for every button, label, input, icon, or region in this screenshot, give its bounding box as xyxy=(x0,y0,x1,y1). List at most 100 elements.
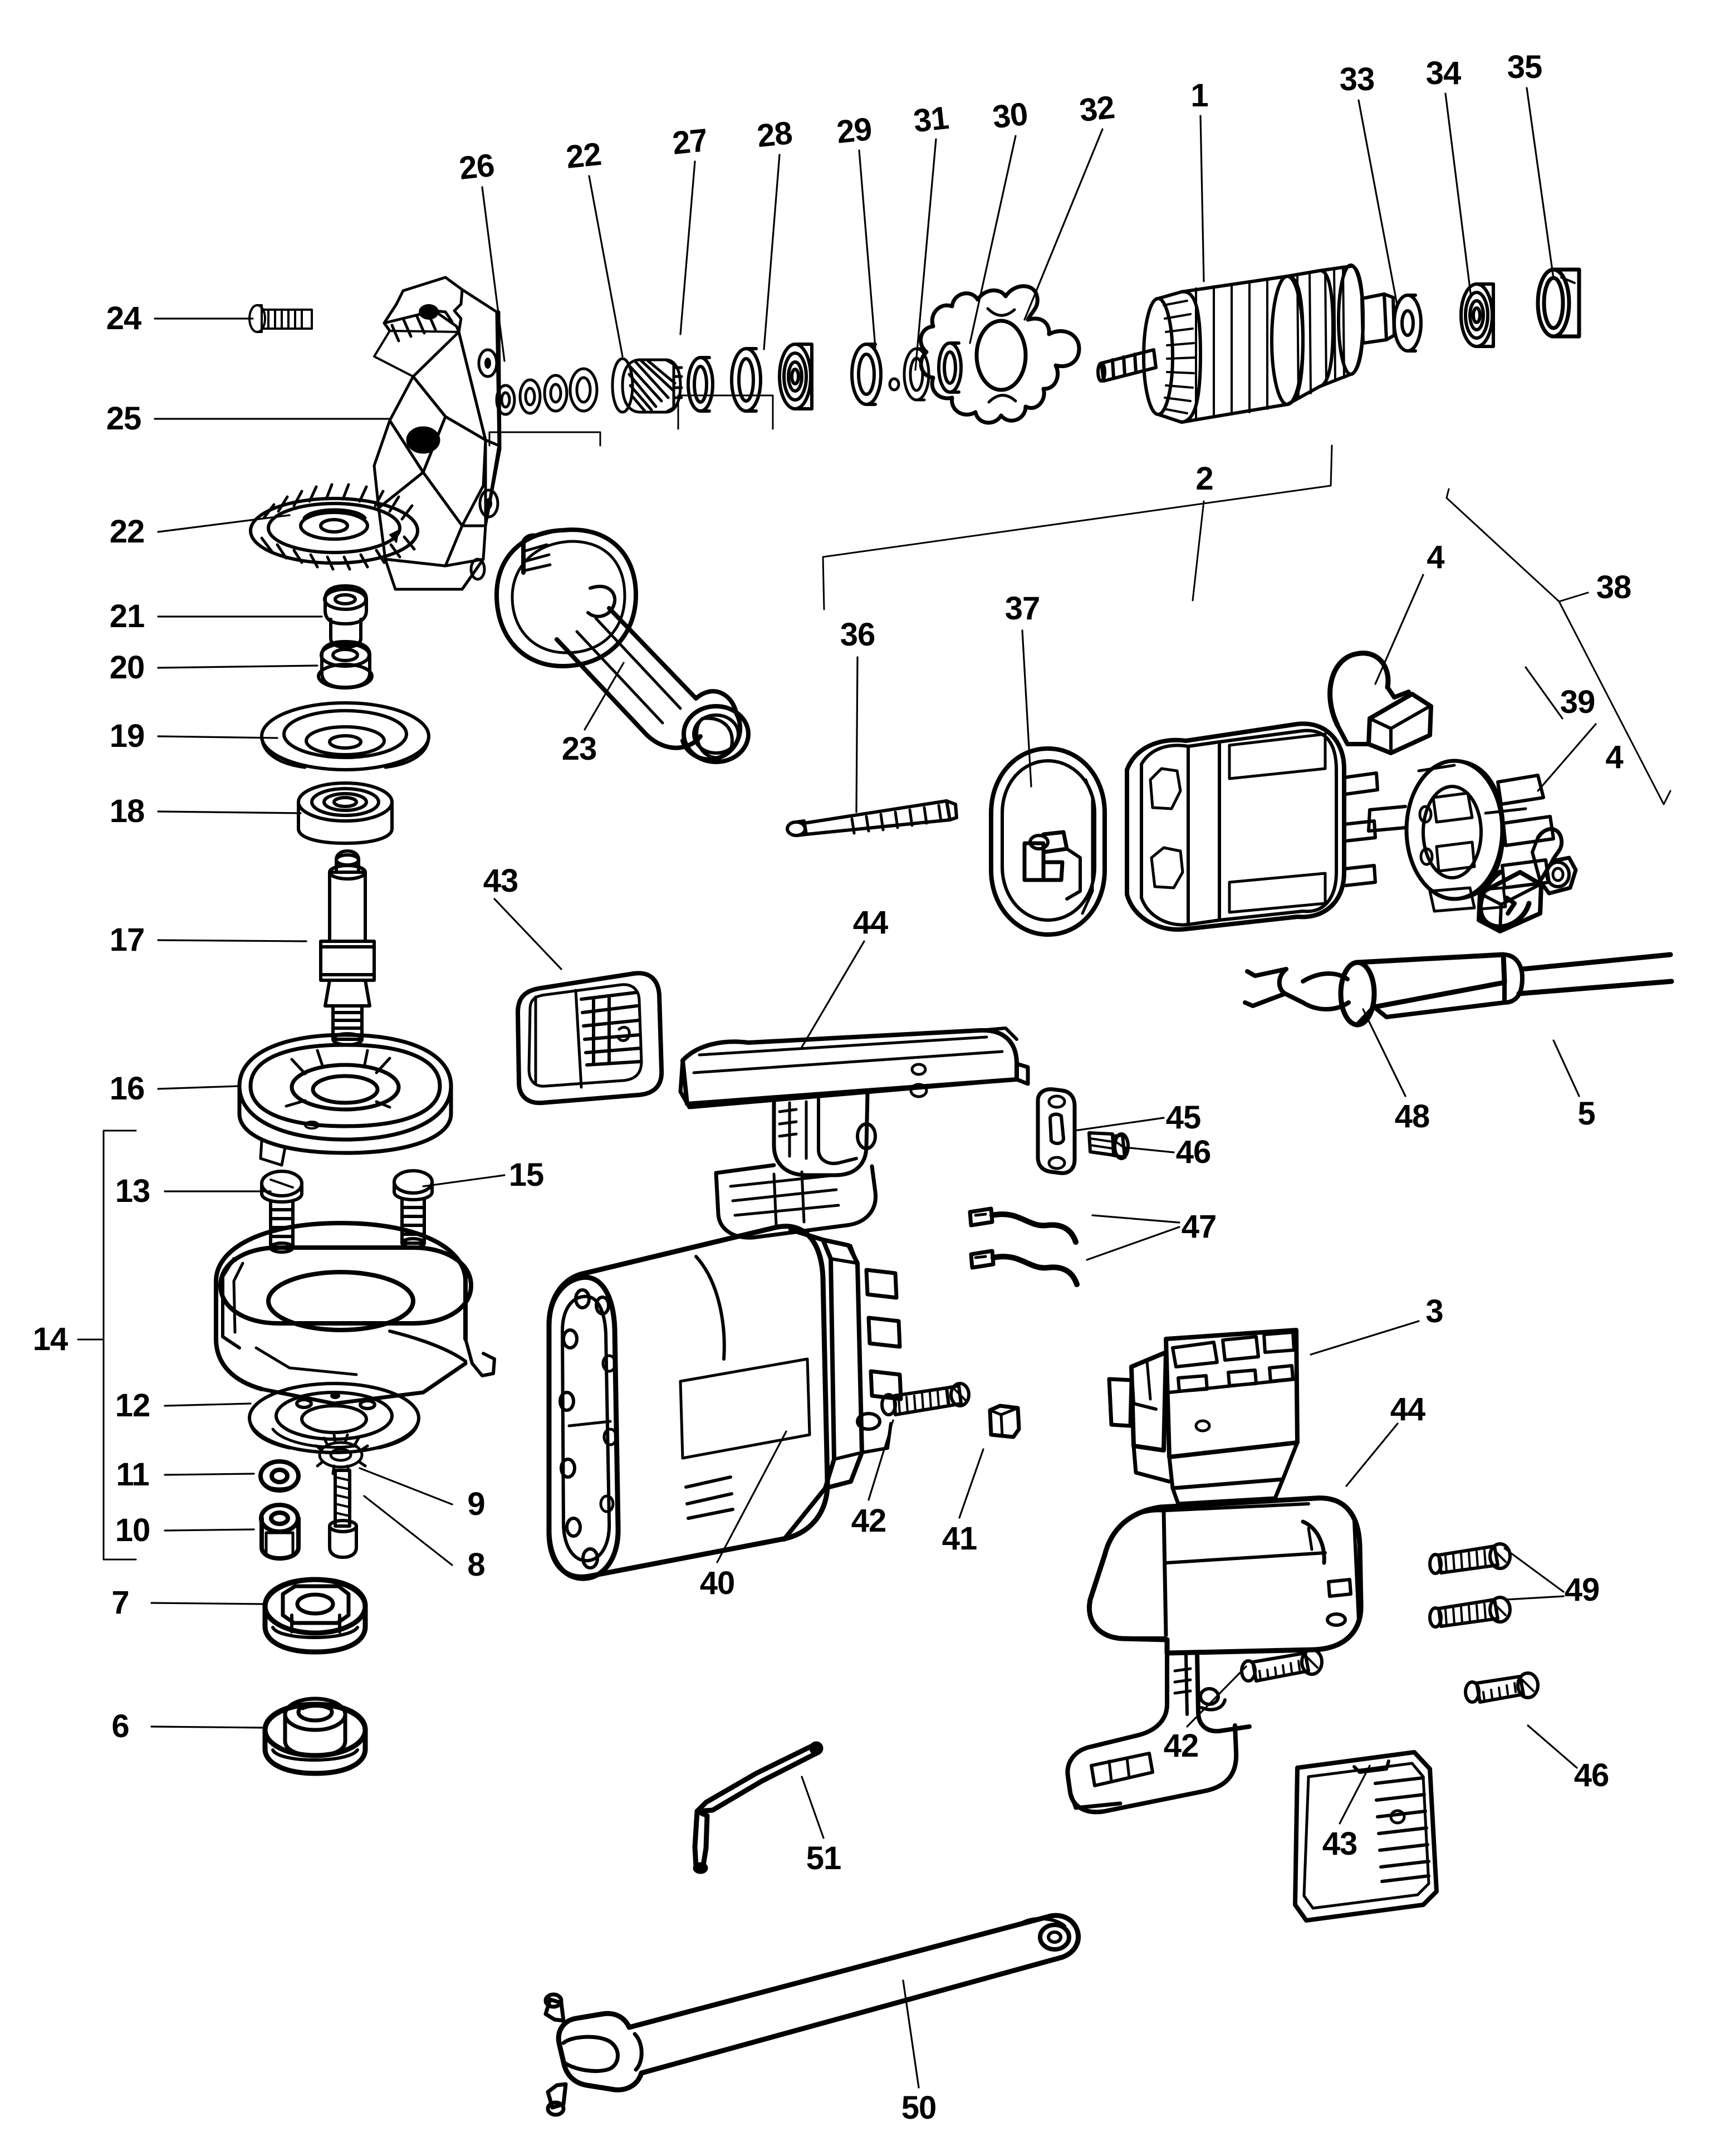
part-1-armature xyxy=(1096,263,1396,424)
callout-51: 51 xyxy=(806,1840,842,1876)
callout-19: 19 xyxy=(109,718,145,754)
part-25-mount-flange xyxy=(383,276,502,591)
callout-50: 50 xyxy=(901,2090,937,2126)
callout-9: 9 xyxy=(467,1486,485,1522)
callout-44-lower: 44 xyxy=(1390,1391,1426,1427)
part-9-lock-washer xyxy=(315,1433,369,1475)
callout-35: 35 xyxy=(1507,49,1543,85)
part-41-retainer xyxy=(988,1404,1021,1439)
part-40-motor-housing xyxy=(546,1224,903,1581)
part-10-nut xyxy=(259,1503,301,1561)
callout-17: 17 xyxy=(109,922,145,958)
callout-7: 7 xyxy=(111,1585,129,1621)
part-30-seal xyxy=(937,341,963,394)
callout-22-bevel: 22 xyxy=(109,514,145,550)
callout-48: 48 xyxy=(1394,1098,1430,1135)
callout-4-lower: 4 xyxy=(1605,739,1623,775)
callout-8: 8 xyxy=(467,1547,485,1583)
part-36-screw xyxy=(786,799,958,837)
callout-40: 40 xyxy=(699,1565,736,1601)
callout-13: 13 xyxy=(115,1173,151,1209)
part-7-clamp-nut xyxy=(262,1577,368,1655)
part-4-lower xyxy=(1477,869,1543,933)
part-37-baffle-plate xyxy=(989,746,1107,937)
callout-43-left: 43 xyxy=(483,863,519,899)
callout-34: 34 xyxy=(1425,55,1462,91)
part-29-washer xyxy=(850,343,883,406)
part-2-field xyxy=(1125,721,1379,932)
callout-37: 37 xyxy=(1004,590,1041,627)
part-16-cover xyxy=(237,1033,453,1167)
callout-18: 18 xyxy=(109,793,145,829)
part-48-strain-relief xyxy=(1243,952,1674,1028)
part-32-baffle xyxy=(919,284,1081,425)
callout-3: 3 xyxy=(1425,1293,1443,1329)
callout-27: 27 xyxy=(670,121,709,162)
callout-30: 30 xyxy=(991,95,1030,136)
part-22b-pinion xyxy=(611,357,683,414)
part-49-screws xyxy=(1428,1542,1512,1629)
part-4-upper xyxy=(1327,651,1433,755)
callout-28: 28 xyxy=(755,114,794,155)
callout-1: 1 xyxy=(1190,77,1208,114)
part-17-spindle xyxy=(319,849,376,1047)
part-23-side-handle xyxy=(494,527,751,764)
part-42a-screw xyxy=(880,1382,971,1416)
part-14-guard xyxy=(214,1221,496,1406)
callout-23: 23 xyxy=(561,731,597,767)
callout-15: 15 xyxy=(508,1157,545,1193)
callout-32: 32 xyxy=(1077,89,1116,129)
leader-lines xyxy=(77,87,1672,2089)
part-43-left-vent-cover xyxy=(516,971,664,1106)
part-46-cord-clamp-screw xyxy=(1087,1131,1130,1160)
part-44-upper-handle xyxy=(678,1026,1030,1240)
callout-36: 36 xyxy=(840,617,876,653)
callout-29: 29 xyxy=(835,110,874,151)
part-33-washer xyxy=(1393,294,1423,353)
part-43-right-vent-cover xyxy=(1293,1750,1439,1923)
callout-38: 38 xyxy=(1596,569,1632,605)
part-26-shims xyxy=(495,367,599,416)
part-47-leads xyxy=(968,1206,1080,1287)
callout-20: 20 xyxy=(109,649,145,686)
callout-4-upper: 4 xyxy=(1427,539,1444,575)
part-42b-screw xyxy=(1240,1648,1324,1683)
part-38-brush-holder xyxy=(1367,759,1555,913)
part-50-spanner-wrench xyxy=(543,1913,1081,2117)
part-34-bearing xyxy=(1459,282,1495,348)
part-51-hex-key xyxy=(692,1741,824,1874)
part-27-washers xyxy=(687,347,762,413)
part-25-gear-case xyxy=(373,330,487,591)
callout-14: 14 xyxy=(32,1321,68,1357)
callout-2: 2 xyxy=(1195,461,1213,497)
part-28-bearing xyxy=(778,343,813,410)
callout-49: 49 xyxy=(1564,1572,1600,1608)
part-45-cord-clamp xyxy=(1036,1087,1077,1175)
part-46-right-screw xyxy=(1464,1671,1540,1704)
callout-12: 12 xyxy=(115,1387,151,1424)
part-20-seal xyxy=(317,640,374,690)
callout-16: 16 xyxy=(109,1070,145,1107)
callout-24: 24 xyxy=(106,300,142,336)
part-35-ring xyxy=(1536,267,1581,339)
callout-5: 5 xyxy=(1577,1096,1595,1132)
callout-42-handle: 42 xyxy=(1163,1728,1199,1764)
callout-31: 31 xyxy=(911,99,950,140)
part-39-terminal xyxy=(1531,827,1578,896)
callout-21: 21 xyxy=(109,598,145,634)
callout-43-right: 43 xyxy=(1322,1826,1358,1862)
callout-33: 33 xyxy=(1339,61,1375,97)
callout-46-vent: 46 xyxy=(1574,1757,1610,1793)
part-3-switch xyxy=(1107,1328,1300,1506)
callout-10: 10 xyxy=(115,1512,151,1548)
callout-46-cord: 46 xyxy=(1175,1134,1212,1170)
part-44-lower-handle xyxy=(1065,1495,1364,1815)
callout-11: 11 xyxy=(116,1456,149,1493)
callout-42-housing: 42 xyxy=(851,1503,887,1539)
callout-6: 6 xyxy=(111,1708,129,1744)
callout-25: 25 xyxy=(106,400,142,437)
part-21-collar xyxy=(323,584,368,649)
callout-41: 41 xyxy=(942,1521,978,1557)
